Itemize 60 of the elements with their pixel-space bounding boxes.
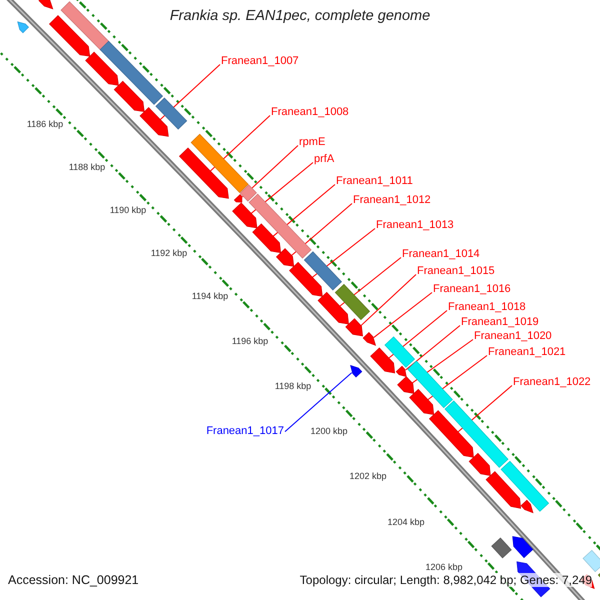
gene-feature: [232, 202, 258, 228]
tick-label: 1198 kbp: [274, 381, 312, 392]
gene-label: Franean1_1011: [336, 175, 413, 188]
leader-line: [284, 372, 352, 432]
gene-label: Franean1_1008: [271, 106, 349, 120]
tick-label: 1202 kbp: [348, 471, 388, 482]
leader-line: [458, 385, 512, 432]
gene-label: Franean1_1021: [488, 346, 566, 360]
gene-feature: [38, 0, 54, 10]
gene-label: Franean1_1014: [402, 248, 480, 262]
gene-feature: [350, 364, 362, 378]
title: Frankia sp. EAN1pec, complete genome: [168, 8, 432, 26]
gene-label: Franean1_1017: [206, 425, 284, 438]
leader-line: [405, 325, 460, 370]
tick-label: 1186 kbp: [26, 119, 64, 130]
gene-feature: [486, 471, 522, 509]
gene-feature: [370, 347, 396, 374]
gene-label: Franean1_1013: [376, 219, 454, 232]
tick-label: 1206 kbp: [424, 562, 464, 573]
tick-label: 1200 kbp: [309, 426, 349, 437]
gene-label: rpmE: [299, 136, 326, 150]
gene-feature: [362, 332, 376, 346]
gene-feature: [114, 80, 145, 112]
gene-label: Franean1_1007: [221, 55, 299, 68]
gene-feature: [276, 248, 294, 267]
gene-feature: [289, 262, 323, 297]
gene-feature: [318, 292, 349, 324]
gene-feature: [345, 318, 363, 336]
gene-label: Franean1_1019: [461, 316, 539, 330]
leader-line: [272, 184, 336, 237]
gene-feature: [48, 15, 90, 57]
leader-line: [412, 339, 474, 384]
gene-label: Franean1_1016: [433, 283, 511, 296]
gene-label: Franean1_1022: [513, 376, 591, 390]
tick-label: 1204 kbp: [386, 517, 426, 528]
accession-text: Accession: NC_009921: [8, 573, 139, 588]
gene-feature: [178, 148, 229, 199]
gene-feature: [85, 52, 119, 86]
leader-line: [373, 292, 432, 338]
gene-label: Franean1_1018: [448, 301, 526, 314]
tick-label: 1188 kbp: [68, 162, 106, 173]
gene-label: Franean1_1015: [417, 265, 495, 278]
leader-line: [360, 274, 416, 326]
gene-label: Franean1_1012: [353, 194, 431, 208]
tick-label: 1194 kbp: [190, 291, 230, 302]
leader-line: [210, 115, 270, 172]
gene-feature: [140, 107, 169, 137]
gene-feature: [409, 388, 434, 416]
leader-line: [242, 145, 298, 198]
tick-label: 1192 kbp: [150, 248, 188, 259]
gene-label: Franean1_1020: [474, 330, 552, 344]
gene-feature: [428, 410, 474, 458]
tick-label: 1190 kbp: [108, 205, 148, 216]
tick-label: 1196 kbp: [230, 336, 270, 347]
leader-line: [250, 162, 314, 214]
genome-info-text: Topology: circular; Length: 8,982,042 bp; Genes: 7,249: [300, 573, 592, 588]
gene-label: prfA: [314, 153, 334, 166]
gene-feature: [468, 452, 491, 476]
gene-feature: [252, 223, 282, 254]
gene-feature: [520, 500, 534, 514]
